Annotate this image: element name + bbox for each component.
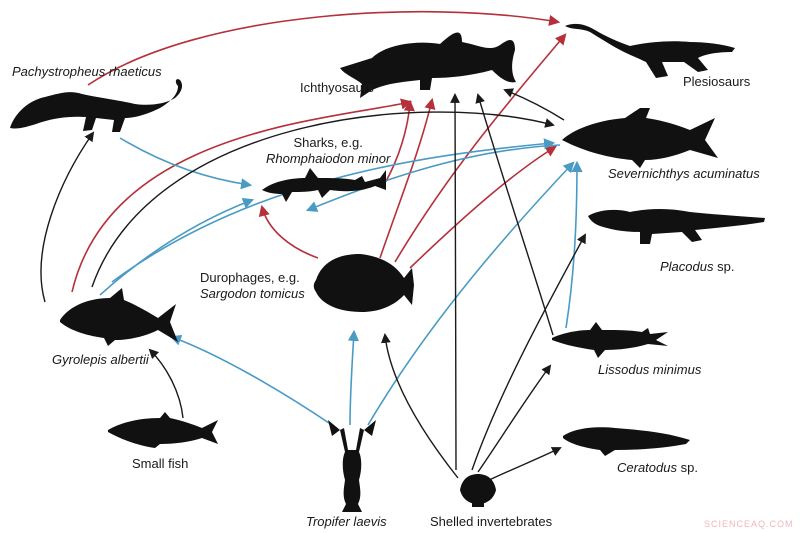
arrow-pachy-to-plesio (87, 10, 561, 86)
lissodus-silhouette-icon (552, 322, 668, 358)
shell-silhouette-icon (460, 474, 496, 504)
label-placodus-suffix: sp. (717, 259, 735, 274)
gyrolepis-silhouette-icon (60, 288, 178, 346)
arrow-sharks-to-ichthyosaurs (384, 99, 415, 184)
arrow-durophage-to-plesio (394, 33, 567, 263)
label-sharks-prefix: Sharks, e.g. (293, 135, 363, 150)
arrow-shell-to-lissodus (477, 364, 552, 473)
plesiosaur-silhouette-icon (565, 23, 735, 79)
arrow-lissodus-to-ichthyosaurs (475, 93, 554, 336)
label-durophages-prefix: Durophages, e.g. (200, 270, 300, 285)
arrow-shell-to-ceratodus (484, 447, 562, 483)
severnichthys-silhouette-icon (562, 108, 718, 168)
placodus-silhouette-icon (588, 209, 765, 244)
arrow-shell-to-placodus (471, 233, 586, 471)
durophage-silhouette-icon (313, 254, 414, 312)
arrow-gyrolepis-to-pachy (40, 131, 95, 303)
watermark: SCIENCEAQ.COM (704, 519, 794, 529)
label-plesiosaurs: Plesiosaurs (683, 74, 751, 89)
arrow-durophage-to-severnichthys (409, 145, 557, 269)
label-sharks: Sharks, e.g. Rhomphaiodon minor (266, 135, 390, 167)
arrow-shell-to-ichthyosaurs-a (450, 93, 460, 471)
arrow-pachy-to-sharks (119, 137, 253, 190)
tropifer-antenna-left (328, 420, 340, 436)
label-ceratodus: Ceratodus sp. (617, 460, 698, 476)
tropifer-antenna-right (364, 420, 376, 436)
tropifer-silhouette-icon (340, 428, 364, 512)
arrow-gyrolepis-to-severnichthys-black (91, 111, 555, 288)
arrow-tropifer-to-durophage (347, 329, 360, 426)
arrow-lissodus-to-severnichthys (565, 160, 583, 329)
label-small-fish: Small fish (132, 456, 189, 471)
shell-hinge (472, 503, 484, 507)
label-severnichthys: Severnichthys acuminatus (608, 166, 760, 181)
label-ceratodus-suffix: sp. (680, 460, 698, 475)
arrow-severnichthys-to-ichthyosaurs (503, 88, 565, 121)
label-durophages: Durophages, e.g. Sargodon tomicus (200, 270, 305, 302)
arrow-gyrolepis-to-ichthyosaurs (71, 98, 413, 293)
label-shelled-invertebrates: Shelled invertebrates (430, 514, 553, 529)
label-pachystropheus: Pachystropheus rhaeticus (12, 64, 162, 79)
label-lissodus: Lissodus minimus (598, 362, 702, 377)
ceratodus-silhouette-icon (563, 427, 690, 456)
label-placodus: Placodus sp. (660, 259, 734, 275)
label-placodus-genus: Placodus (660, 259, 714, 274)
shark-silhouette-icon (262, 168, 386, 202)
label-gyrolepis: Gyrolepis albertii (52, 352, 149, 367)
label-durophages-example: Sargodon tomicus (200, 286, 305, 301)
ichthyosaur-silhouette-icon (340, 32, 516, 98)
label-sharks-example: Rhomphaiodon minor (266, 151, 391, 166)
arrow-tropifer-to-severnichthys (367, 161, 575, 426)
small-fish-silhouette-icon (108, 412, 218, 448)
label-ichthyosaurs: Ichthyosaurs (300, 80, 374, 95)
arrow-gyrolepis-to-sharks (99, 197, 255, 296)
arrow-severnichthys-to-sharks (305, 144, 561, 212)
arrow-tropifer-to-gyrolepis (169, 334, 333, 426)
arrow-durophage-to-sharks (258, 204, 319, 259)
label-tropifer: Tropifer laevis (306, 514, 387, 529)
arrow-smallfish-to-gyrolepis (148, 348, 184, 419)
arrow-shell-to-durophage (381, 333, 459, 479)
label-ceratodus-genus: Ceratodus (617, 460, 677, 475)
pachystropheus-silhouette-icon (10, 79, 183, 132)
arrow-durophage-to-ichthyosaurs (379, 97, 436, 259)
